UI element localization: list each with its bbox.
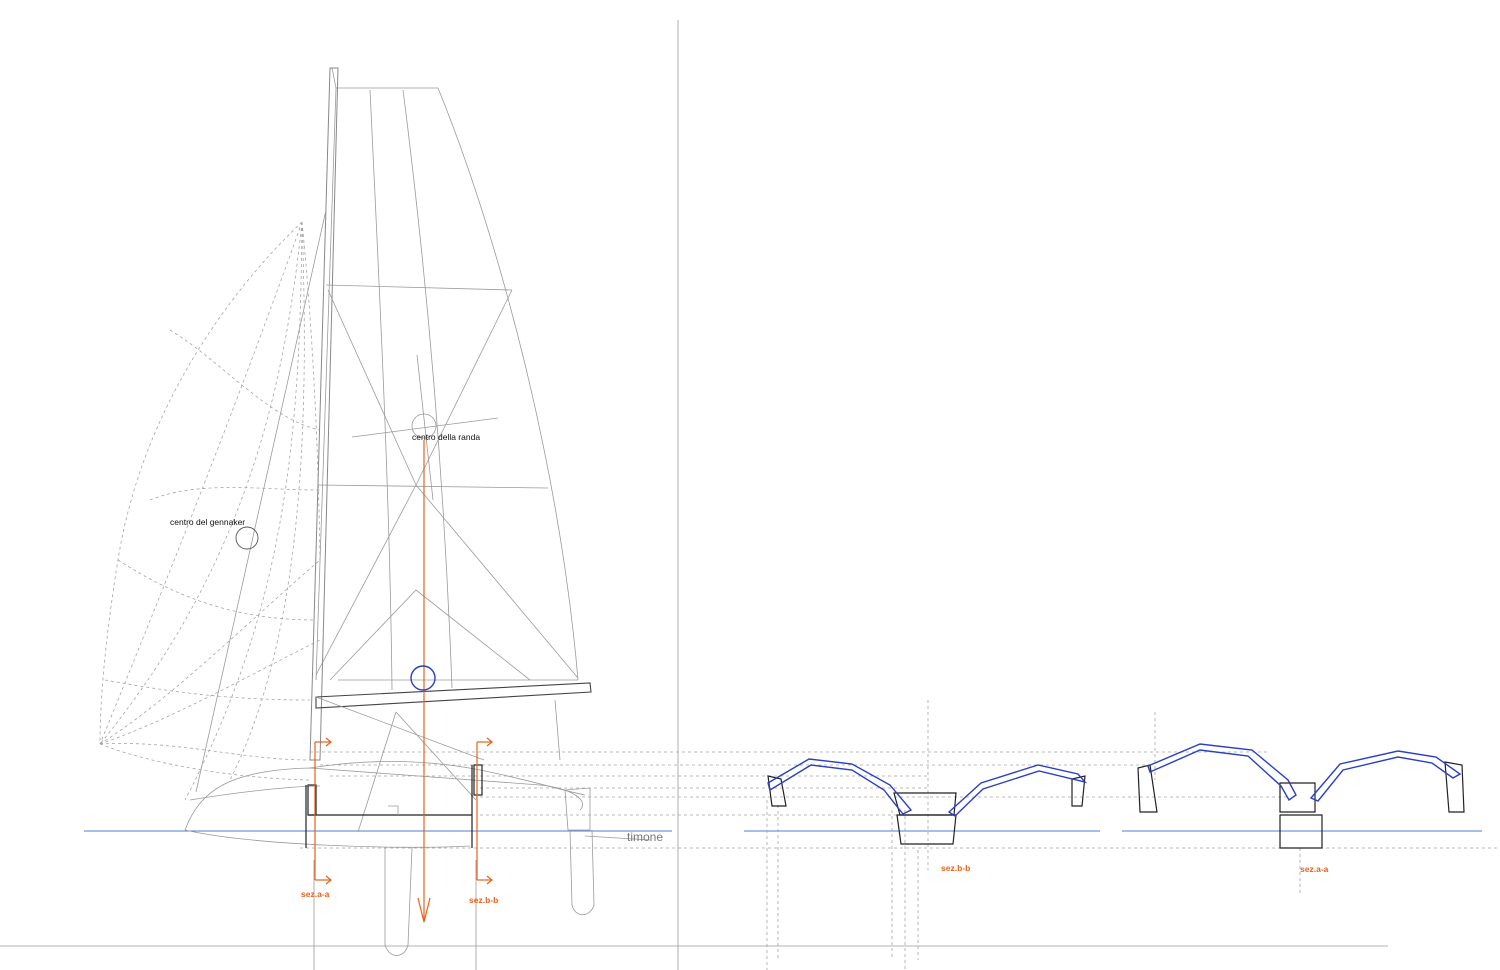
label-sez-bb-side: sez.b-b: [469, 895, 498, 905]
label-sez-aa-side: sez.a-a: [301, 889, 330, 899]
gennaker-centre-circle: [235, 526, 259, 550]
reference-lines: [0, 20, 1388, 970]
mainsail-centre-circle: [411, 413, 437, 439]
hull-side-view: [184, 761, 651, 848]
label-centro-randa: centro della randa: [412, 432, 480, 442]
section-marker-bb: [476, 737, 493, 885]
section-bb-view: [766, 700, 1087, 970]
mast: [195, 67, 339, 793]
appendages: [384, 829, 595, 956]
label-sez-aa-view: sez.a-a: [1300, 864, 1329, 874]
gennaker-sail: [99, 221, 321, 801]
label-timone: timone: [627, 830, 663, 844]
label-sez-bb-view: sez.b-b: [941, 863, 970, 873]
label-centro-gennaker: centro del gennaker: [170, 517, 245, 527]
force-arrow: [417, 440, 431, 923]
combined-centre-circle: [410, 665, 436, 691]
boom: [315, 682, 592, 833]
section-marker-aa: [314, 737, 332, 885]
section-aa-view: [1137, 712, 1465, 895]
projection-lines: [300, 751, 1500, 849]
mainsail: [315, 67, 579, 691]
